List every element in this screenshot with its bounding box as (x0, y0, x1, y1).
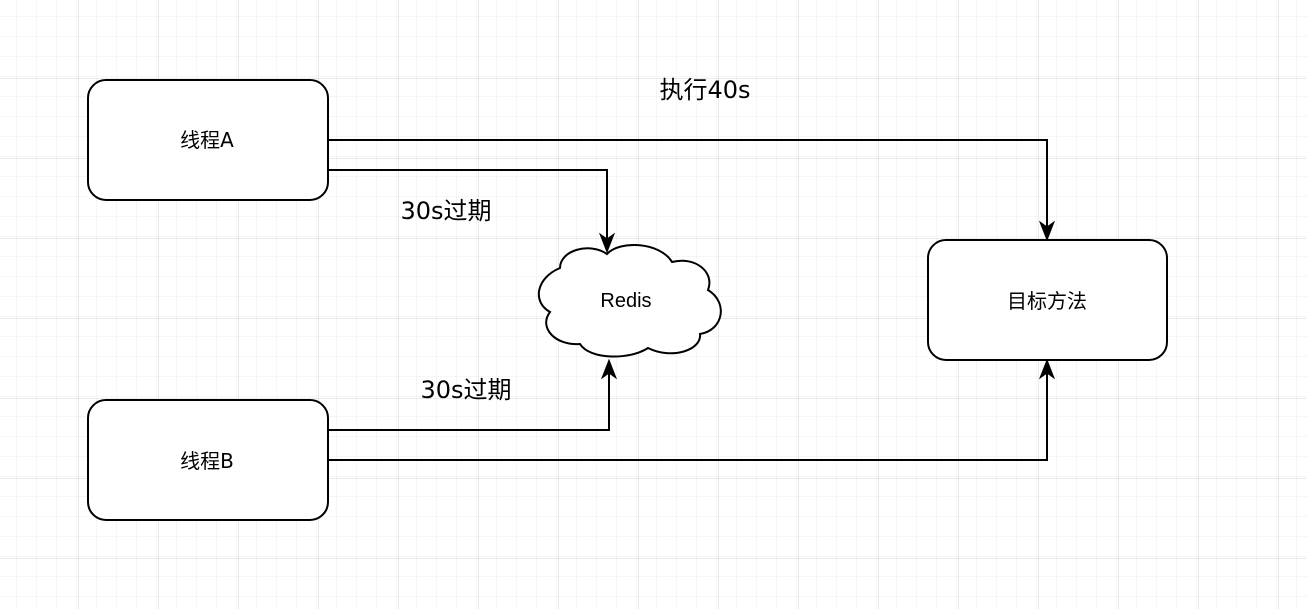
arrowhead-icon (1038, 358, 1056, 380)
edge-label-execute: 执行40s (659, 76, 750, 104)
edge-label-expire-a: 30s过期 (400, 197, 491, 225)
node-label: 目标方法 (1007, 289, 1087, 313)
cloud-icon (537, 244, 722, 358)
arrowhead-icon (598, 232, 616, 254)
node-target-method[interactable]: 目标方法 (927, 239, 1168, 361)
node-label: 线程B (180, 449, 234, 473)
edge-thread-a-to-redis[interactable] (328, 169, 616, 254)
node-label: 线程A (180, 128, 234, 152)
node-thread-b[interactable]: 线程B (87, 399, 329, 521)
edge-thread-b-to-target[interactable] (328, 358, 1056, 461)
edge-label-expire-b: 30s过期 (420, 376, 511, 404)
node-redis-cloud[interactable]: Redis (537, 244, 722, 358)
edge-thread-a-to-target[interactable] (328, 139, 1056, 242)
arrowhead-icon (1038, 220, 1056, 242)
node-thread-a[interactable]: 线程A (87, 79, 329, 201)
arrowhead-icon (600, 358, 618, 380)
edge-thread-b-to-redis[interactable] (328, 358, 618, 431)
node-label: Redis (600, 290, 651, 312)
